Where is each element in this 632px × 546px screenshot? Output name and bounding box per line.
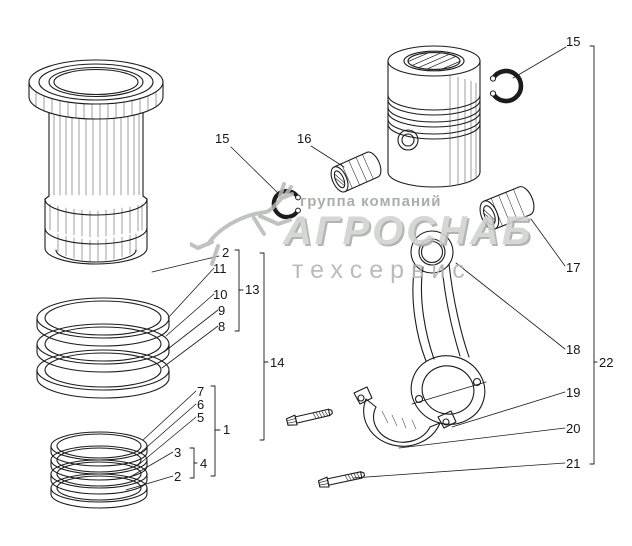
callout-8: 8 (218, 319, 226, 334)
callout-2-a: 2 (222, 245, 230, 260)
callout-16: 16 (297, 131, 312, 146)
callout-1: 1 (223, 422, 231, 437)
callout-15-a: 15 (566, 34, 581, 49)
leader-lines (125, 46, 567, 491)
callout-6: 6 (197, 397, 205, 412)
callout-5: 5 (197, 410, 205, 425)
callout-7: 7 (197, 384, 205, 399)
callout-22: 22 (599, 355, 614, 370)
rod-bolt-upper (285, 408, 333, 426)
circlip-top (489, 68, 524, 104)
callout-13: 13 (245, 282, 260, 297)
grouping-brackets (189, 45, 598, 479)
circlip-left (271, 188, 301, 220)
callout-14: 14 (270, 355, 285, 370)
bushing-17 (479, 186, 535, 230)
piston (387, 45, 481, 188)
callout-3: 3 (174, 445, 182, 460)
callout-18: 18 (566, 342, 581, 357)
callout-10: 10 (213, 287, 228, 302)
callout-21: 21 (566, 456, 581, 471)
callout-4: 4 (200, 456, 208, 471)
connecting-rod (410, 230, 487, 425)
cylinder-liner (28, 59, 164, 265)
callout-20: 20 (566, 421, 581, 436)
rod-bolt-lower (317, 471, 366, 488)
bushing-16 (330, 151, 382, 193)
callout-2-b: 2 (174, 469, 182, 484)
callout-19: 19 (566, 385, 581, 400)
callout-17: 17 (566, 260, 581, 275)
callout-11: 11 (213, 261, 227, 276)
rod-bearing-cap (353, 386, 457, 447)
callout-9: 9 (218, 303, 226, 318)
piston-ring-set-upper (36, 297, 170, 399)
piston-ring-set-lower (50, 431, 148, 509)
callout-15-b: 15 (215, 131, 230, 146)
